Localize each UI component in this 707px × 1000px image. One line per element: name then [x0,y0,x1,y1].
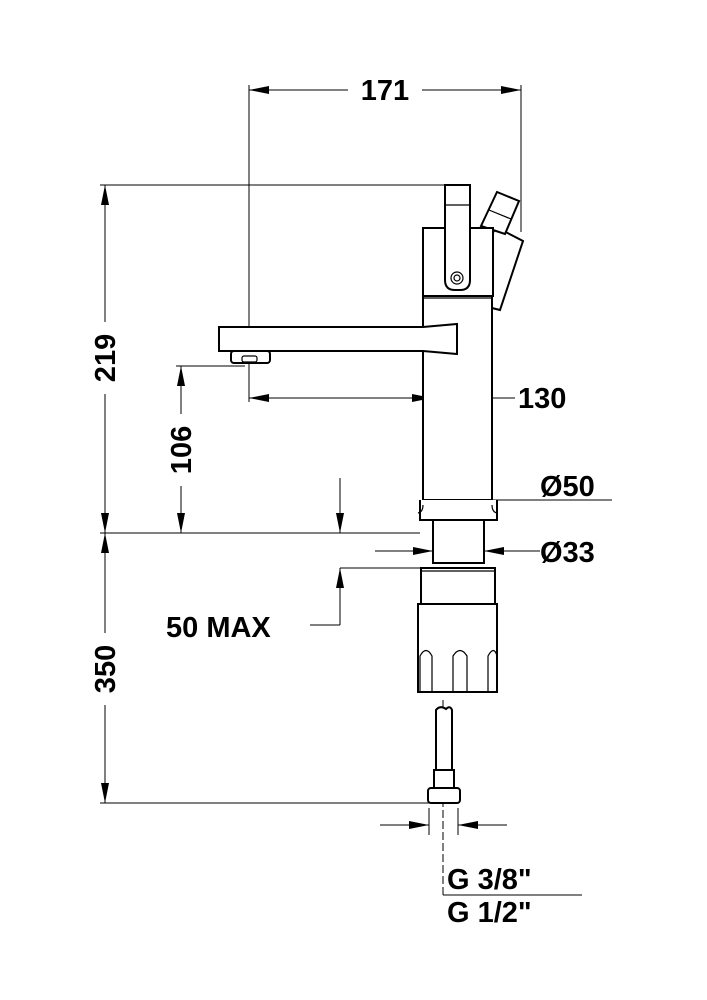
dimension-thread: G 3/8" G 1/2" [380,821,582,929]
dimension-50-max: 50 MAX [166,478,344,644]
dimension-171: 171 [249,74,521,107]
hose-nut [427,787,461,804]
nut-sleeve [417,603,498,693]
dim-label-50-max: 50 MAX [166,612,271,644]
dim-label-106: 106 [166,426,198,474]
spout [218,322,458,356]
thread-label-g12: G 1/2" [447,897,532,929]
hose-ferrule [433,769,455,789]
screw-icon [450,271,464,285]
handle-upper [479,190,521,236]
dim-label-d33: Ø33 [540,537,595,569]
lever [444,184,471,291]
shank [432,519,485,564]
dim-label-d50: Ø50 [540,471,595,503]
dim-label-130: 130 [518,383,566,415]
dimension-350: 350 [89,533,122,803]
thread-label-g38: G 3/8" [447,864,532,896]
dimension-d33: Ø33 [375,537,595,569]
faucet-body [218,184,525,804]
supply-hose [435,706,453,771]
dim-label-350: 350 [90,645,122,693]
dim-label-171: 171 [361,75,409,107]
mounting-nut [420,567,496,605]
dimension-106: 106 [165,366,198,533]
base-ring [419,500,498,521]
dim-label-219: 219 [90,334,122,382]
dimension-130: 130 [249,383,566,415]
dimension-219: 219 [89,185,122,533]
dimension-d50: Ø50 [423,471,612,504]
aerator [230,350,271,364]
